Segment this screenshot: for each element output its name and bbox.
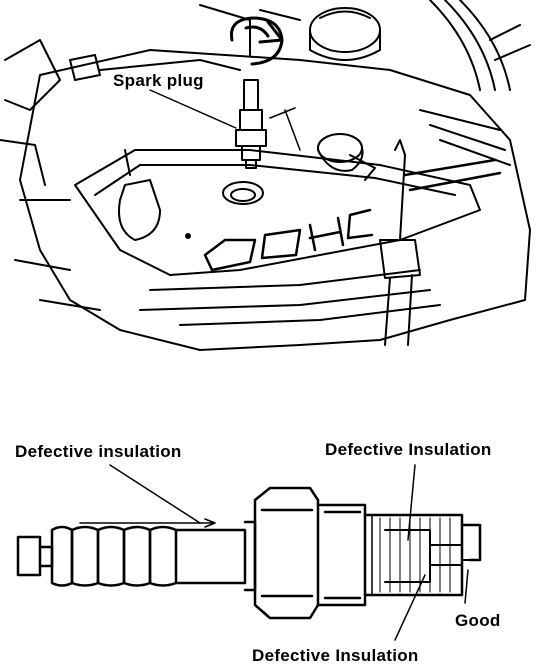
rotate-arrow-icon [229, 16, 284, 66]
label-defective-insulation-right: Defective Insulation [325, 440, 492, 459]
leader-defective-left [109, 464, 201, 524]
spark-plug-leader [149, 89, 237, 129]
spark-plug-detail [16, 486, 482, 620]
leader-defective-top [407, 464, 416, 541]
spark-plug-small [235, 79, 267, 169]
leader-defective-bottom [394, 574, 426, 641]
engine-head-illustration [0, 0, 531, 351]
dohc-casting [203, 208, 374, 272]
label-good: Good [455, 611, 501, 630]
leader-good [464, 569, 469, 604]
label-defective-insulation-left: Defective insulation [15, 442, 182, 461]
label-spark-plug: Spark plug [113, 71, 204, 90]
label-defective-insulation-bottom: Defective Insulation [252, 646, 419, 665]
